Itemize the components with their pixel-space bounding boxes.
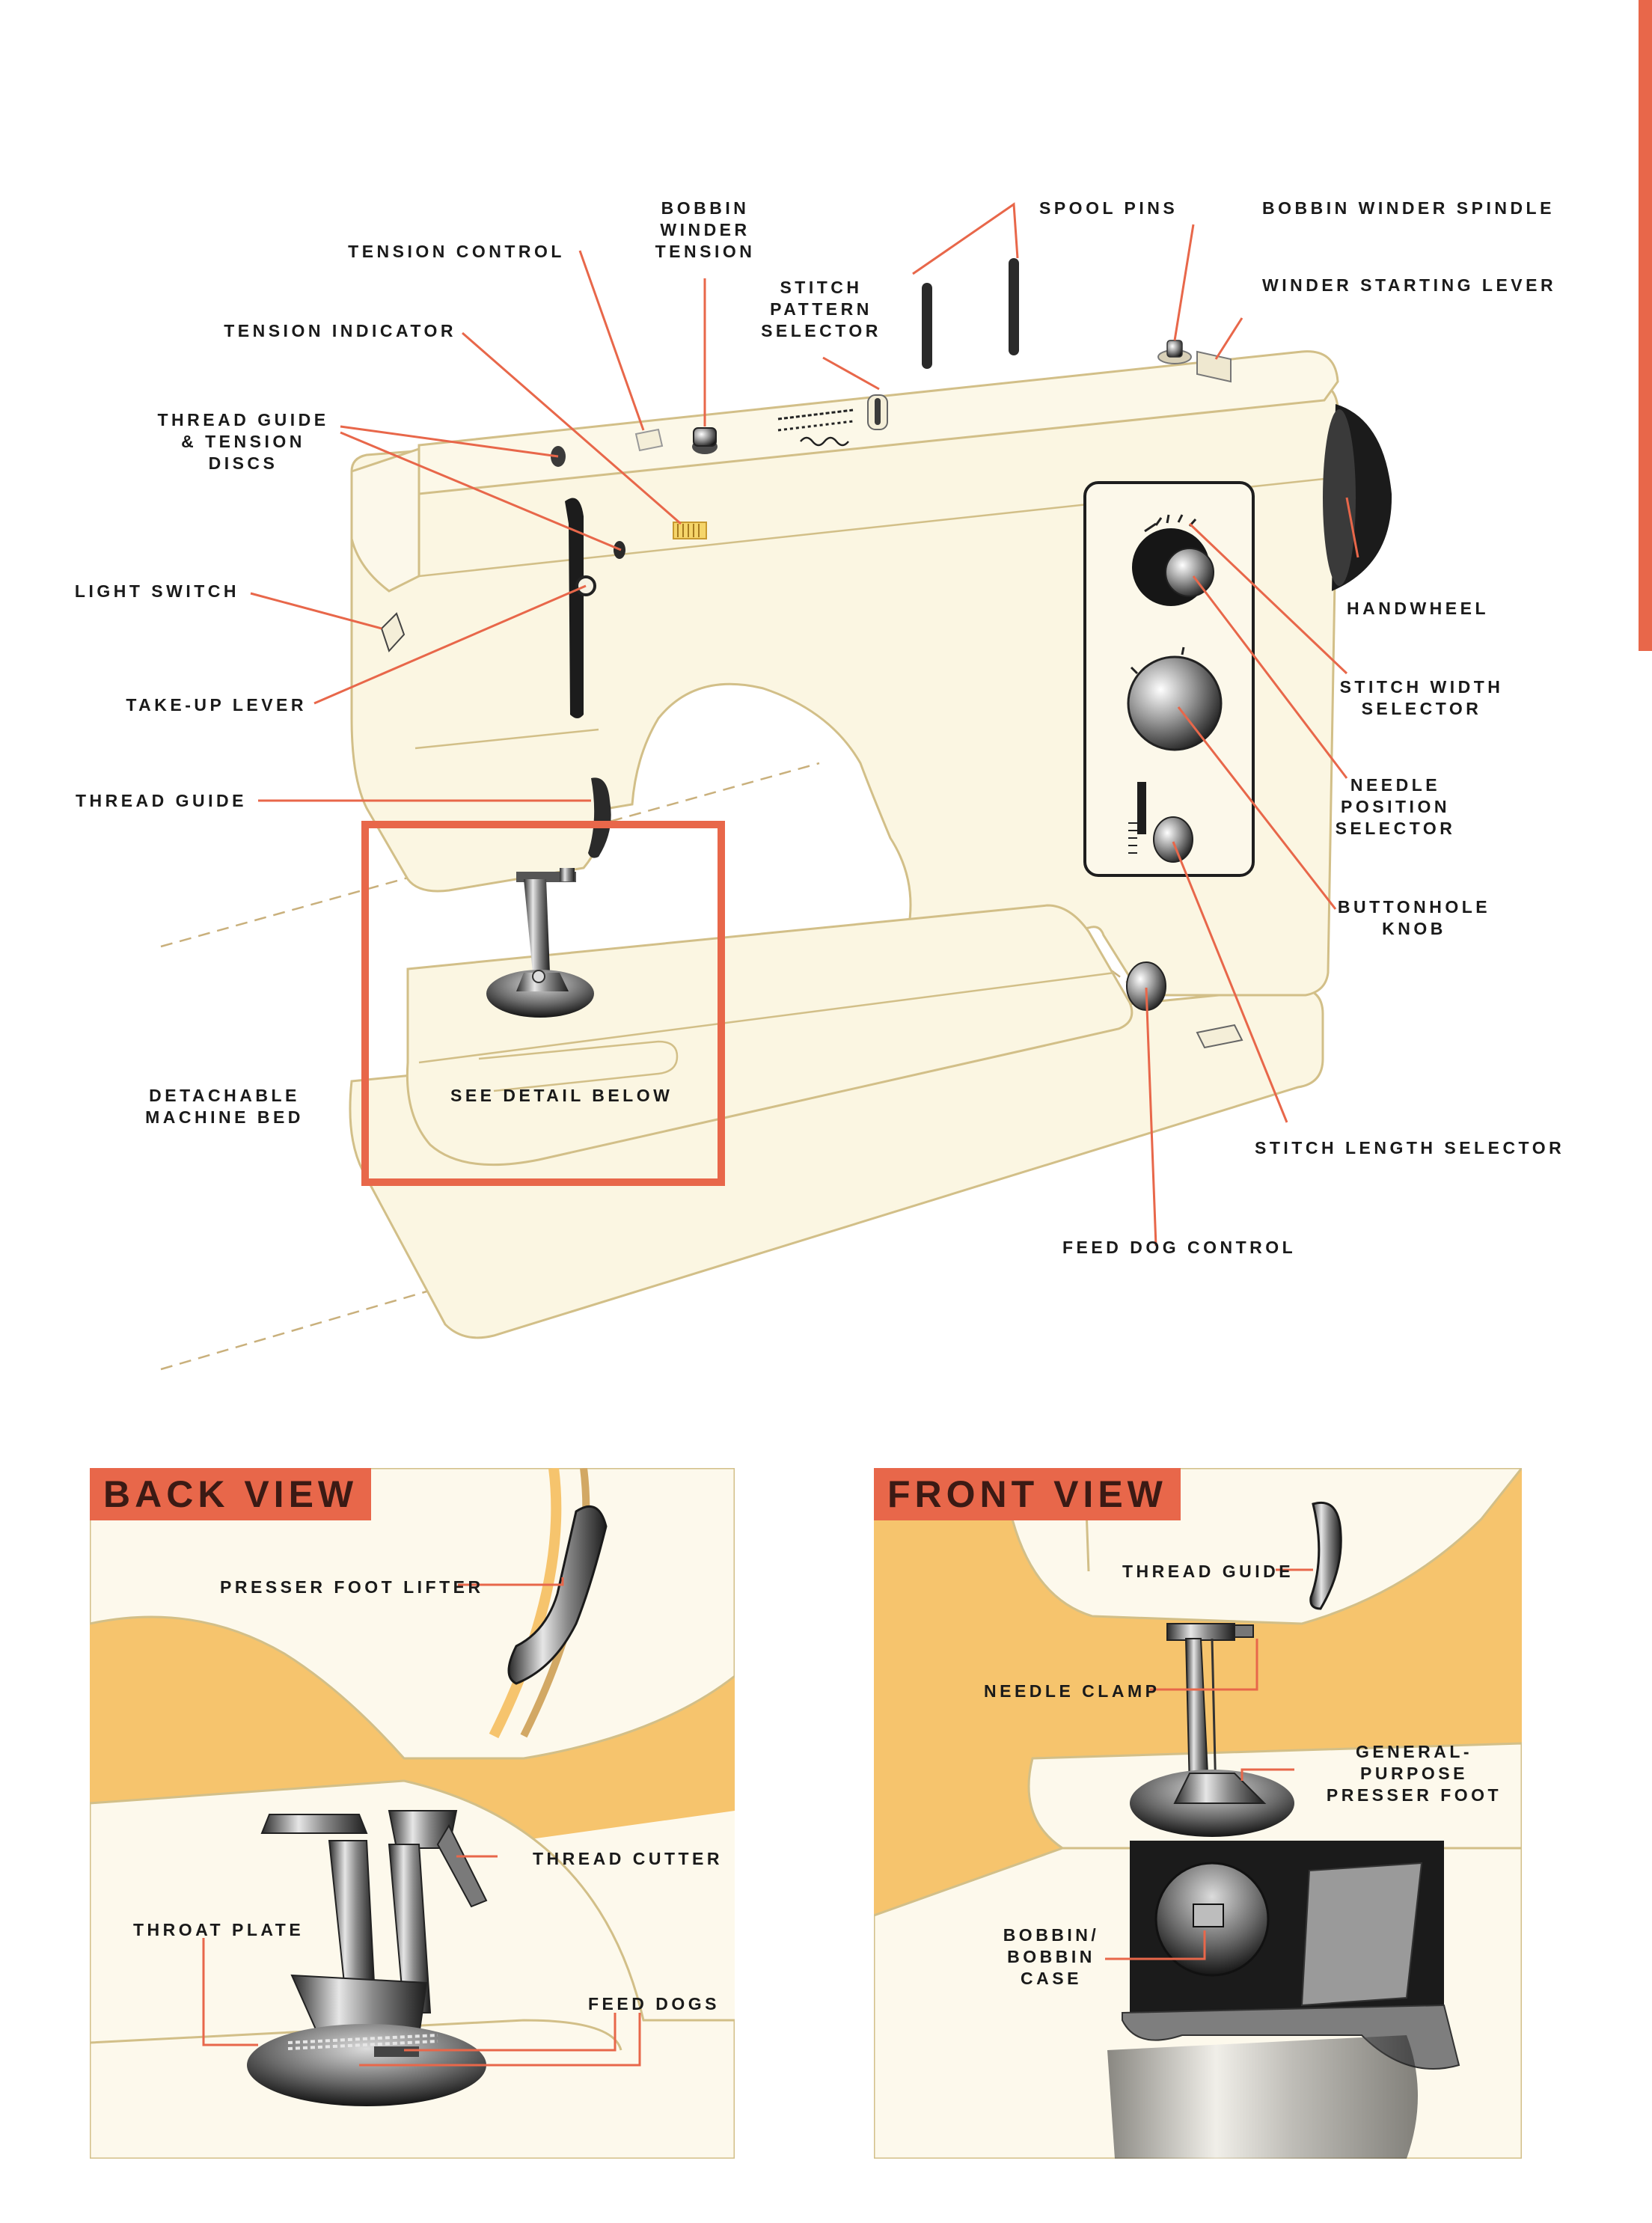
presser-foot-lifter [507,1505,608,1685]
feed-dog-control [1126,961,1243,1049]
label-spool-pins: SPOOL PINS [1039,198,1178,218]
machine-head-front [350,447,420,593]
label-stitch-length-selector: STITCH LENGTH SELECTOR [1255,1138,1565,1158]
label-bobbin-winder-tension: BOBBIN WINDER TENSION [655,198,756,261]
detachable-bed [406,904,1134,1166]
label-thread-guide: THREAD GUIDE [75,791,247,810]
label-thread-cutter: THREAD CUTTER [533,1849,723,1868]
control-panel [1083,481,1255,877]
label-needle-position-selector: NEEDLE POSITION SELECTOR [1335,775,1456,838]
bobbin-winder [1157,340,1232,383]
presser-foot-assembly [486,868,594,1018]
label-tension-indicator: TENSION INDICATOR [224,321,456,340]
label-winder-starting-lever: WINDER STARTING LEVER [1262,275,1557,295]
tension-control [634,428,664,452]
main-leader-lines [250,202,1359,1247]
label-light-switch: LIGHT SWITCH [74,581,239,601]
label-detachable-machine-bed: DETACHABLE MACHINE BED [145,1086,304,1127]
label-handwheel: HANDWHEEL [1347,599,1489,618]
label-presser-foot-lifter: PRESSER FOOT LIFTER [220,1577,484,1597]
front-view-panel [874,1468,1522,2159]
back-view-title: BACK VIEW [90,1468,372,1520]
label-buttonhole-knob: BUTTONHOLE KNOB [1337,897,1491,938]
front-view-title: FRONT VIEW [874,1468,1181,1520]
tension-indicator-scale [673,522,707,539]
label-needle-clamp: NEEDLE CLAMP [984,1681,1160,1701]
label-thread-guide-tension-discs: THREAD GUIDE & TENSION DISCS [157,410,329,473]
label-front-thread-guide: THREAD GUIDE [1122,1562,1294,1581]
machine-illustration [160,258,1392,1371]
label-throat-plate: THROAT PLATE [133,1920,305,1939]
stitch-pattern-window [777,394,888,447]
front-thread-guide [1309,1502,1342,1610]
label-see-detail-below: SEE DETAIL BELOW [450,1086,673,1105]
label-take-up-lever: TAKE-UP LEVER [126,695,307,715]
label-stitch-width-selector: STITCH WIDTH SELECTOR [1339,677,1504,718]
feed-dog-teeth [287,2034,438,2050]
label-stitch-pattern-selector: STITCH PATTERN SELECTOR [761,278,881,340]
label-bobbin-case: BOBBIN/ BOBBIN CASE [1003,1925,1100,1988]
label-tension-control: TENSION CONTROL [348,242,565,261]
detail-highlight-box [361,821,725,1186]
bobbin-winder-tension-knob [692,427,718,454]
spool-pins [922,258,1019,369]
label-general-purpose-presser-foot: GENERAL-PURPOSE PRESSER FOOT [1326,1742,1502,1805]
needle-thread-guide [588,777,611,858]
back-view-panel [90,1468,735,2159]
thread-cutter [436,1823,488,1908]
page-edge-strip [1639,0,1652,651]
label-feed-dog-control: FEED DOG CONTROL [1062,1238,1297,1257]
label-bobbin-winder-spindle: BOBBIN WINDER SPINDLE [1262,198,1555,218]
label-feed-dogs: FEED DOGS [588,1994,720,2013]
